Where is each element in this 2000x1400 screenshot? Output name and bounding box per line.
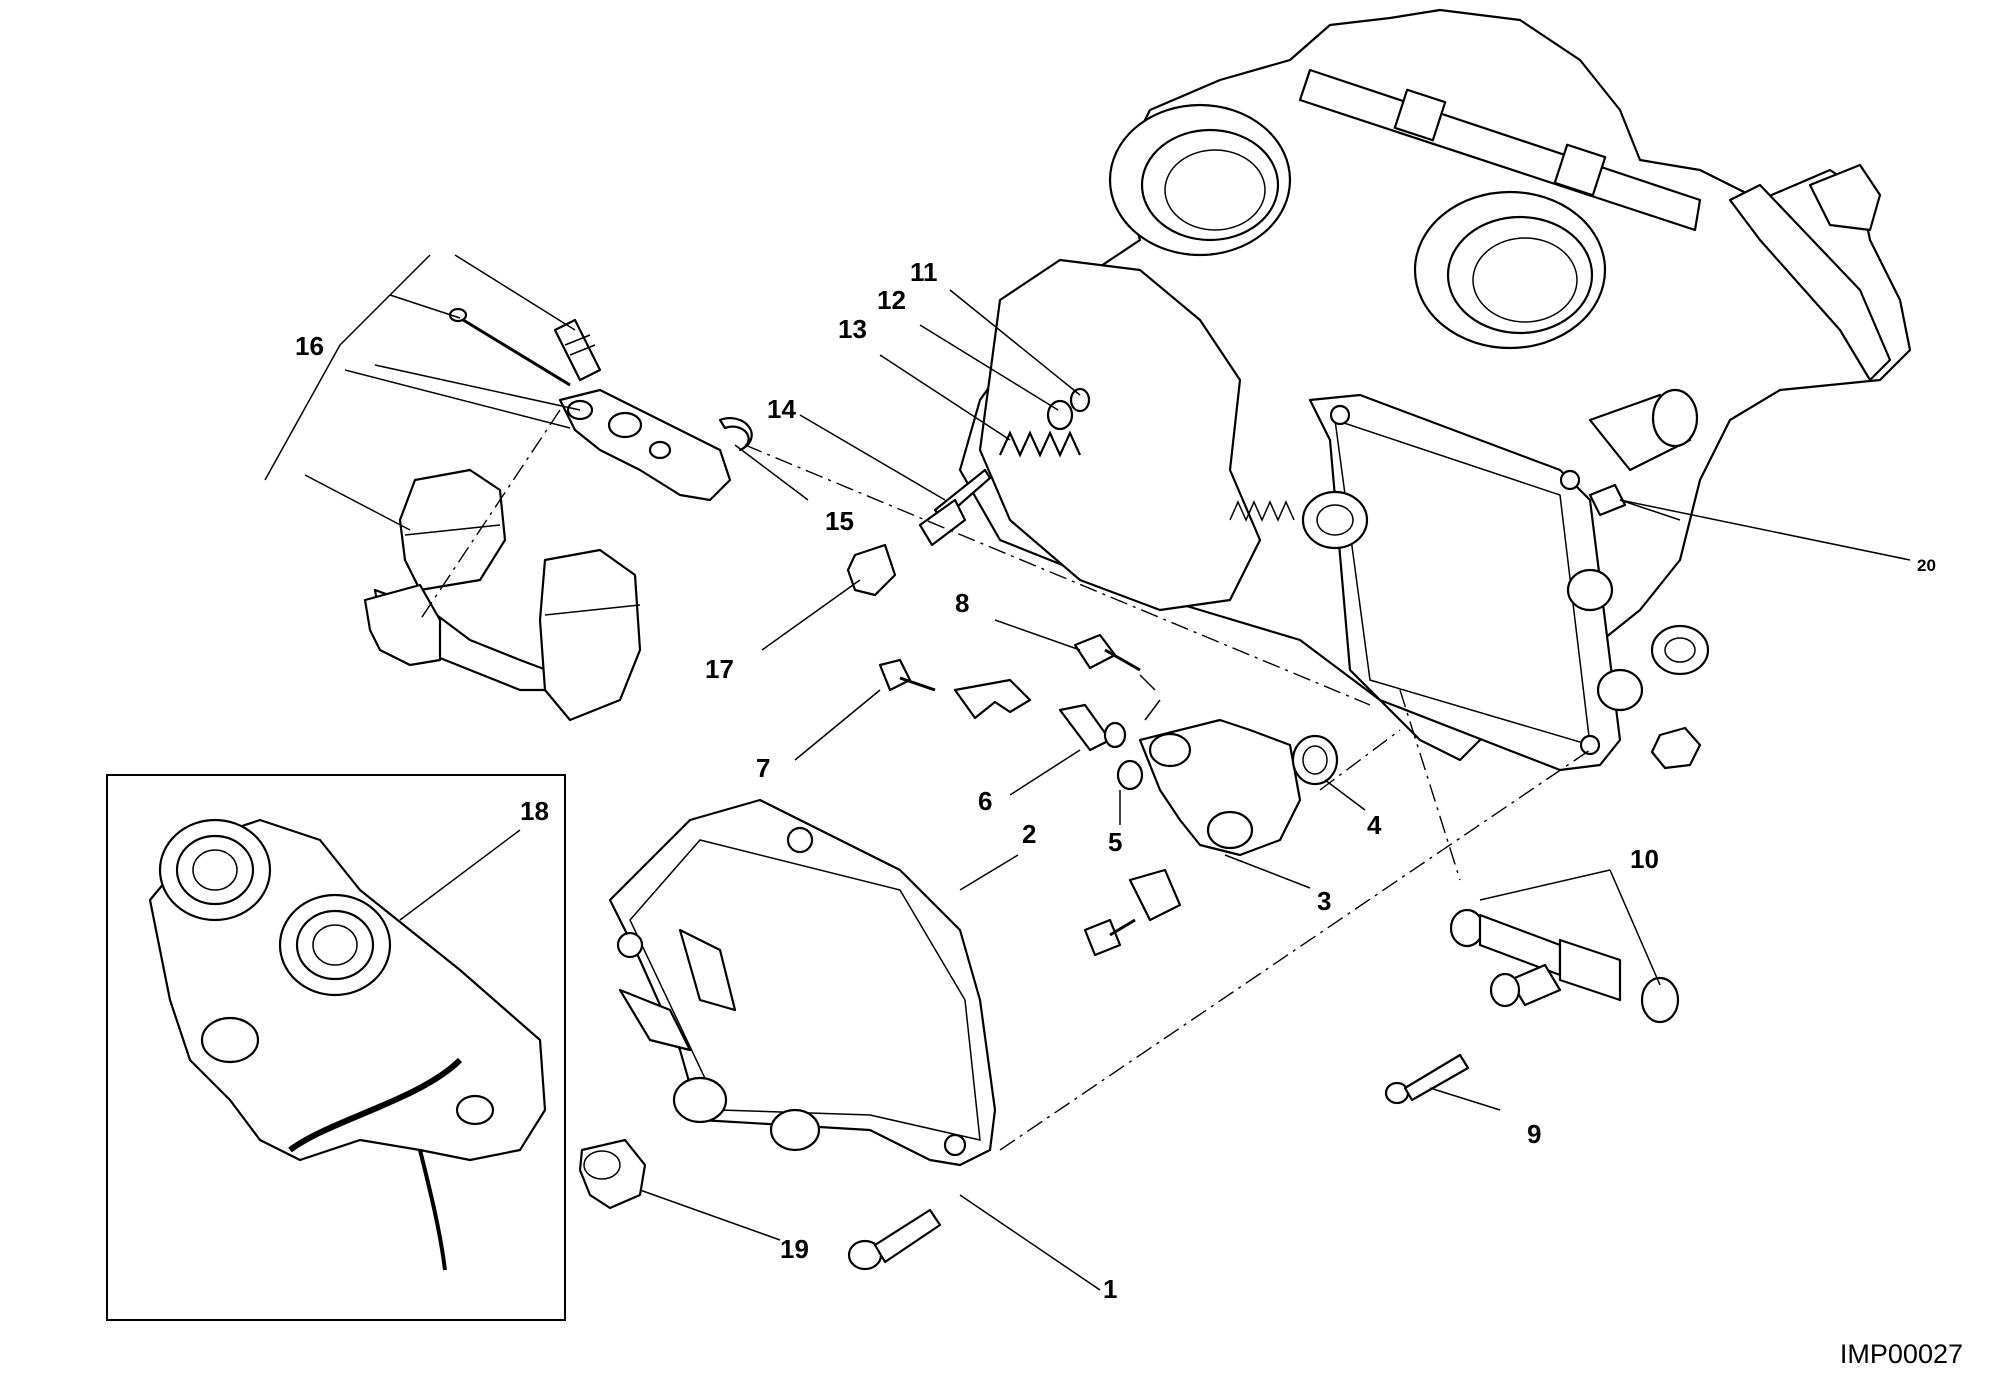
- plug: [578, 1138, 647, 1210]
- callout-12: 12: [877, 285, 906, 315]
- t-fitting: [1449, 908, 1680, 1024]
- bowl-screw: [847, 1208, 942, 1271]
- reference-code: IMP00027: [1840, 1339, 1963, 1369]
- callout-4: 4: [1367, 810, 1382, 840]
- jet-screw: [1384, 1053, 1470, 1105]
- callout-6: 6: [978, 786, 992, 816]
- choke-cable-kit: [363, 307, 732, 722]
- callout-3: 3: [1317, 886, 1331, 916]
- callout-18: 18: [520, 796, 549, 826]
- callout-8: 8: [955, 588, 969, 618]
- carburetor-body-assembly: [958, 8, 1912, 772]
- callout-5: 5: [1108, 827, 1122, 857]
- callout-10: 10: [1630, 844, 1659, 874]
- callout-1: 1: [1103, 1274, 1117, 1304]
- float-bowl: [608, 798, 997, 1167]
- small-parts-group: [718, 387, 1091, 597]
- alignment-lines: [419, 409, 1591, 1151]
- callout-16: 16: [295, 331, 324, 361]
- callout-labels: 1 2 3 4 5 6 7 8 9 10 11 12 13 14 15 16 1…: [295, 257, 1936, 1304]
- callout-14: 14: [767, 394, 796, 424]
- callout-2: 2: [1022, 819, 1036, 849]
- callout-13: 13: [838, 314, 867, 344]
- assembly-inset: [106, 774, 566, 1321]
- callout-9: 9: [1527, 1119, 1541, 1149]
- callout-20: 20: [1917, 556, 1936, 575]
- callout-11: 11: [910, 257, 938, 287]
- callout-17: 17: [705, 654, 734, 684]
- callout-19: 19: [780, 1234, 809, 1264]
- callout-15: 15: [825, 506, 854, 536]
- callout-7: 7: [756, 753, 770, 783]
- leader-lines: [264, 254, 1911, 1291]
- idle-adjuster-group: [878, 633, 1339, 957]
